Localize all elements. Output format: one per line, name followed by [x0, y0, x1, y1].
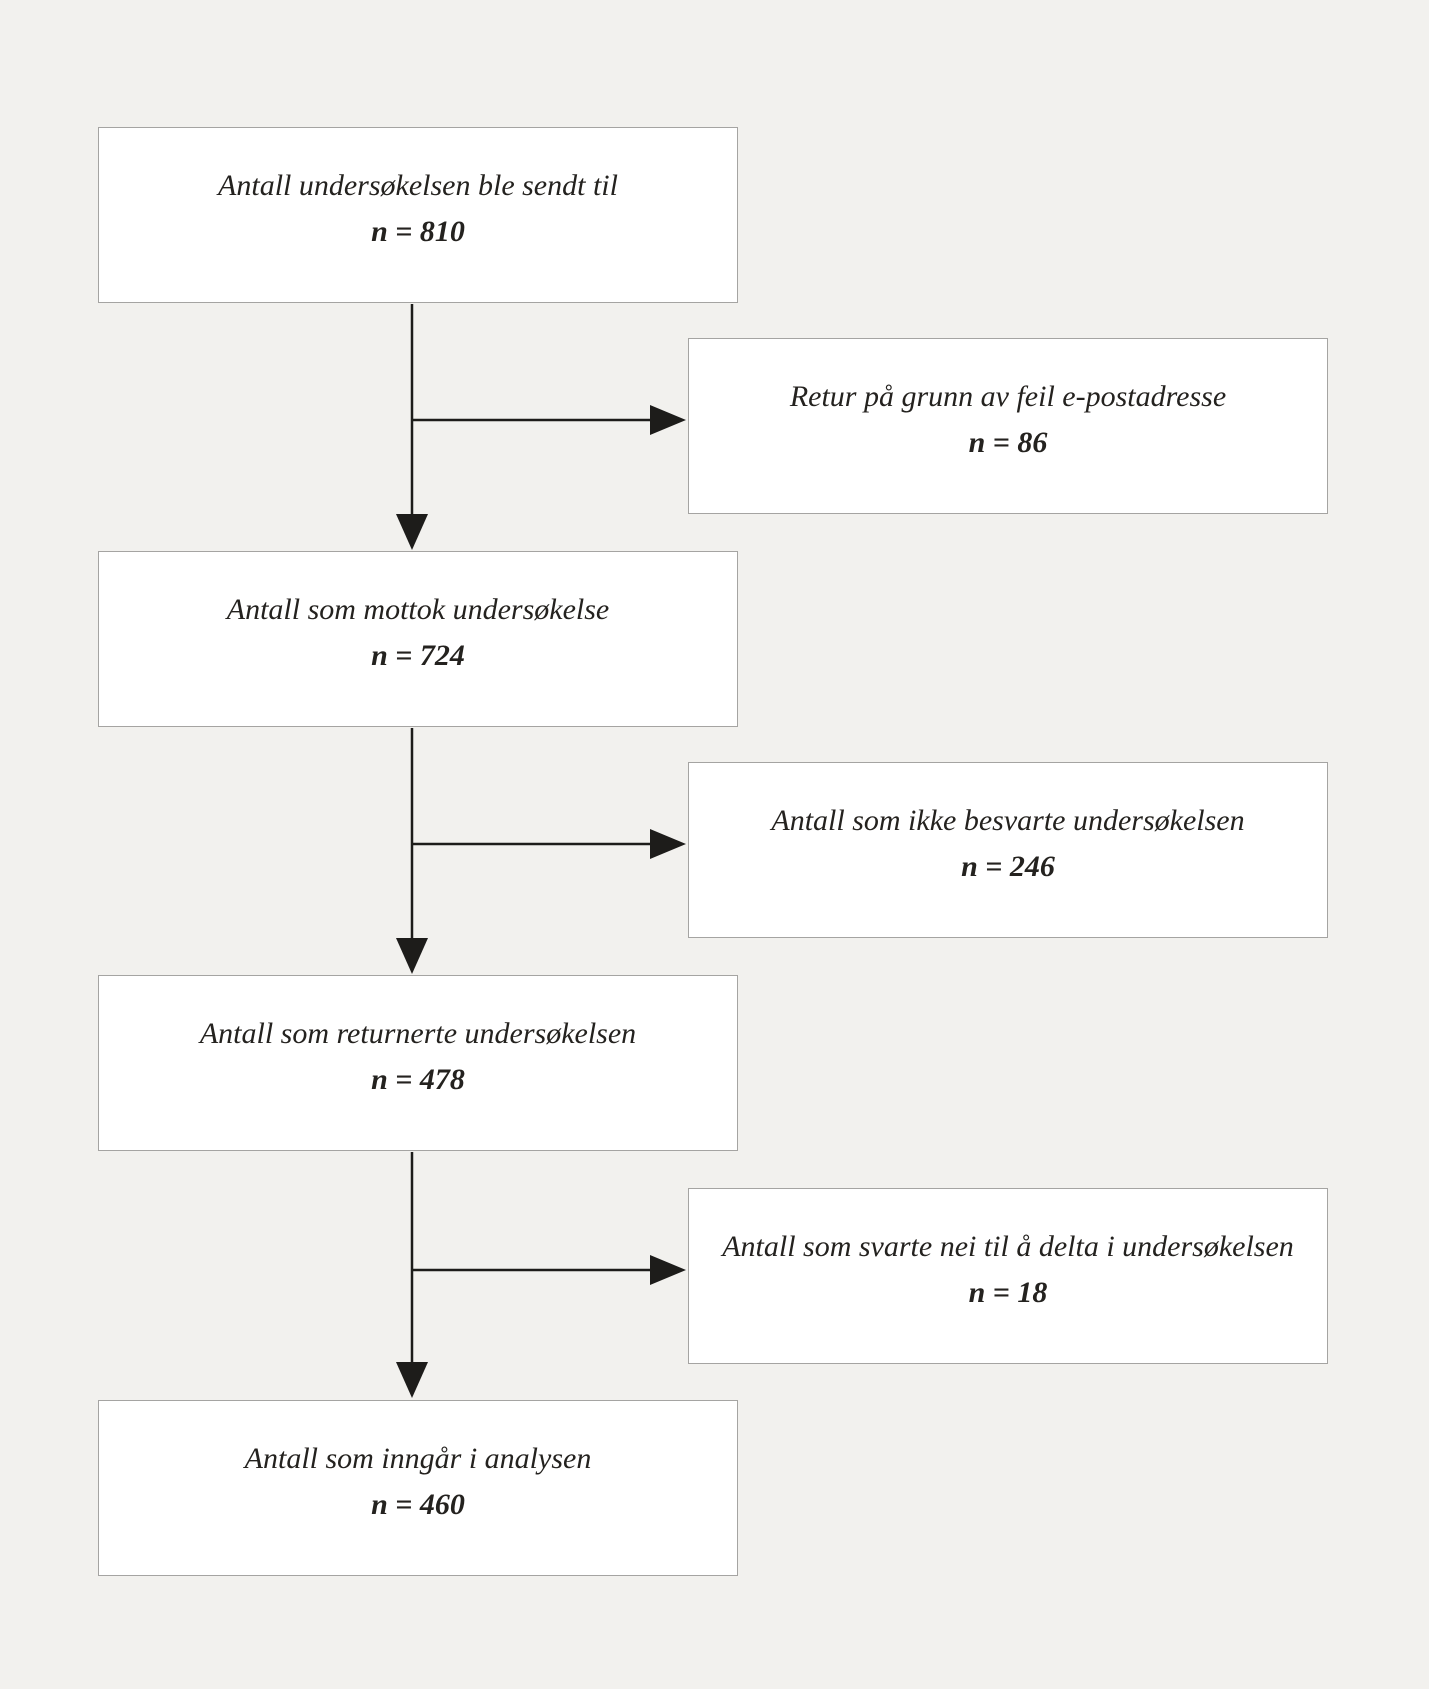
- flow-box-returned-count: n = 478: [371, 1063, 465, 1097]
- flow-box-sent: Antall undersøkelsen ble sendt til n = 8…: [98, 127, 738, 303]
- flow-box-declined-count: n = 18: [968, 1276, 1048, 1310]
- flow-box-analyzed: Antall som inngår i analysen n = 460: [98, 1400, 738, 1576]
- flow-box-returned-label: Antall som returnerte undersøkelsen: [199, 1016, 637, 1050]
- flow-box-declined: Antall som svarte nei til å delta i unde…: [688, 1188, 1328, 1364]
- arrow-returned-to-analyzed: [396, 1152, 428, 1398]
- flow-box-analyzed-label: Antall som inngår i analysen: [244, 1441, 592, 1475]
- flow-box-no-response-count: n = 246: [961, 850, 1055, 884]
- flow-box-sent-label: Antall undersøkelsen ble sendt til: [218, 168, 618, 202]
- arrow-received-to-no-response: [412, 829, 686, 859]
- arrow-received-to-returned: [396, 728, 428, 974]
- arrow-returned-to-declined: [412, 1255, 686, 1285]
- flow-box-bounced: Retur på grunn av feil e-postadresse n =…: [688, 338, 1328, 514]
- flow-box-received-count: n = 724: [371, 639, 465, 673]
- flow-box-sent-count: n = 810: [371, 215, 465, 249]
- flow-box-analyzed-count: n = 460: [371, 1488, 465, 1522]
- arrow-sent-to-bounced: [412, 405, 686, 435]
- flow-box-no-response-label: Antall som ikke besvarte undersøkelsen: [771, 803, 1245, 837]
- flow-box-bounced-label: Retur på grunn av feil e-postadresse: [789, 379, 1227, 413]
- flow-box-received: Antall som mottok undersøkelse n = 724: [98, 551, 738, 727]
- arrow-sent-to-received: [396, 304, 428, 550]
- flow-box-no-response: Antall som ikke besvarte undersøkelsen n…: [688, 762, 1328, 938]
- flow-box-returned: Antall som returnerte undersøkelsen n = …: [98, 975, 738, 1151]
- flow-box-received-label: Antall som mottok undersøkelse: [226, 592, 610, 626]
- flow-box-declined-label: Antall som svarte nei til å delta i unde…: [722, 1229, 1294, 1263]
- flow-box-bounced-count: n = 86: [968, 426, 1048, 460]
